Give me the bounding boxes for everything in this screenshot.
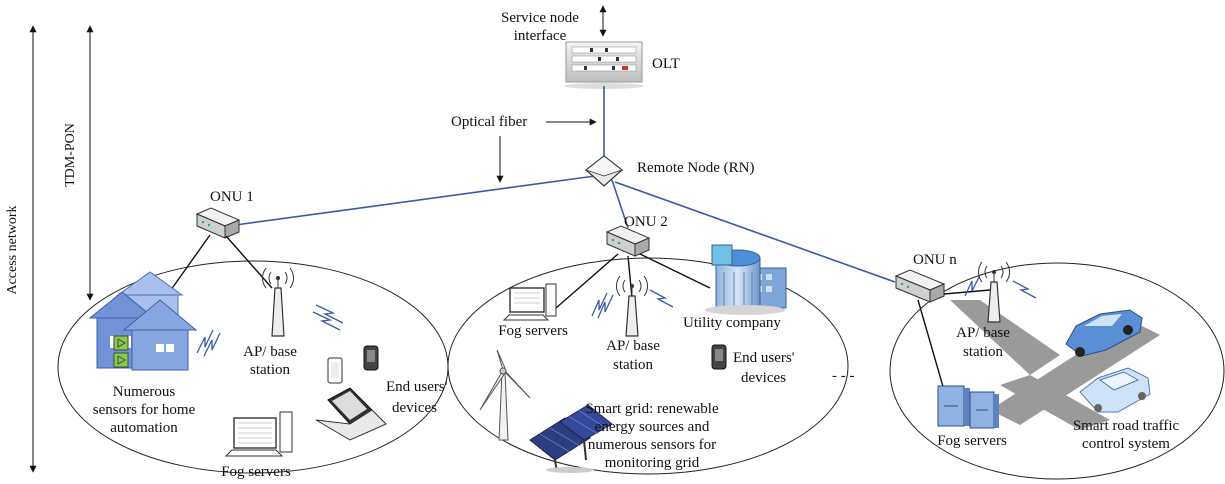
- ap3-label-1: AP/ base: [956, 325, 1010, 341]
- wireless-signal-icon: [649, 289, 674, 308]
- optical-fiber-label: Optical fiber: [451, 114, 527, 130]
- tdm-pon-label: TDM-PON: [63, 123, 78, 187]
- onu-icon: [894, 269, 946, 303]
- ap2-label-2: station: [613, 357, 653, 373]
- home-label-2: sensors for home: [93, 402, 196, 418]
- zone-road: [889, 262, 1225, 480]
- onu-icon: [605, 225, 651, 257]
- car-icon: [1079, 367, 1151, 413]
- fog-servers3-label: Fog servers: [937, 433, 1007, 449]
- remote-node-label: Remote Node (RN): [637, 160, 754, 176]
- onu-icon: [195, 207, 241, 239]
- smart-grid-label-4: monitoring grid: [605, 455, 700, 471]
- ap3-label-2: station: [963, 344, 1003, 360]
- computer-icon: [502, 283, 557, 321]
- smart-grid-label-1: Smart grid: renewable: [585, 401, 719, 417]
- phone-icon: [327, 357, 343, 384]
- home-label-3: automation: [110, 420, 178, 436]
- phone-icon: [711, 344, 727, 370]
- onun-label: ONU n: [913, 252, 957, 268]
- wireless-signal-icon: [312, 304, 344, 331]
- ap1-label-1: AP/ base: [243, 344, 297, 360]
- smart-road-label-1: Smart road traffic: [1073, 418, 1180, 434]
- utility-company-label: Utility company: [683, 315, 781, 331]
- access-network-label: Access network: [5, 205, 20, 294]
- end-users1-label-2: devices: [392, 400, 437, 416]
- olt-label: OLT: [652, 56, 680, 72]
- end-users2-label-1: End users': [733, 350, 795, 366]
- smart-grid-label-2: energy sources and: [595, 419, 710, 435]
- wireless-signal-icon: [196, 329, 221, 357]
- antenna-icon: [616, 275, 648, 337]
- solar-panel-icon: [529, 404, 613, 473]
- fog-servers1-label: Fog servers: [221, 464, 291, 480]
- onu2-links: [555, 253, 711, 309]
- ap1-label-2: station: [250, 362, 290, 378]
- fog-servers2-label: Fog servers: [498, 323, 568, 339]
- wind-turbine-icon: [479, 349, 531, 441]
- remote-node-icon: [585, 155, 623, 187]
- server-icon: [937, 385, 999, 429]
- antenna-icon: [262, 267, 294, 337]
- laptop-icon: [315, 387, 387, 441]
- house-icon: [88, 271, 198, 371]
- optical-fiber-arrow-icon: [496, 118, 597, 183]
- onu2-label: ONU 2: [624, 214, 668, 230]
- wireless-signal-icon: [591, 292, 614, 319]
- service-node-interface-label-1: Service node: [501, 10, 579, 26]
- phone-icon: [363, 345, 379, 371]
- onu1-label: ONU 1: [210, 189, 254, 205]
- antenna-icon: [978, 261, 1010, 323]
- ellipsis-dashes: - - -: [832, 368, 855, 384]
- service-node-interface-label-2: interface: [514, 28, 567, 44]
- wireless-signal-icon: [964, 274, 1037, 299]
- home-label-1: Numerous: [113, 384, 176, 400]
- end-users1-label-1: End users': [386, 379, 448, 395]
- smart-road-label-2: control system: [1082, 436, 1170, 452]
- car-icon: [1065, 309, 1143, 357]
- ap2-label-1: AP/ base: [606, 338, 660, 354]
- building-icon: [705, 244, 787, 315]
- smart-grid-label-3: numerous sensors for: [588, 437, 716, 453]
- olt-rack-icon: [564, 41, 644, 89]
- road-icon: [950, 300, 1160, 430]
- computer-icon: [224, 411, 293, 457]
- end-users2-label-2: devices: [741, 370, 786, 386]
- fiber-links: [227, 86, 896, 283]
